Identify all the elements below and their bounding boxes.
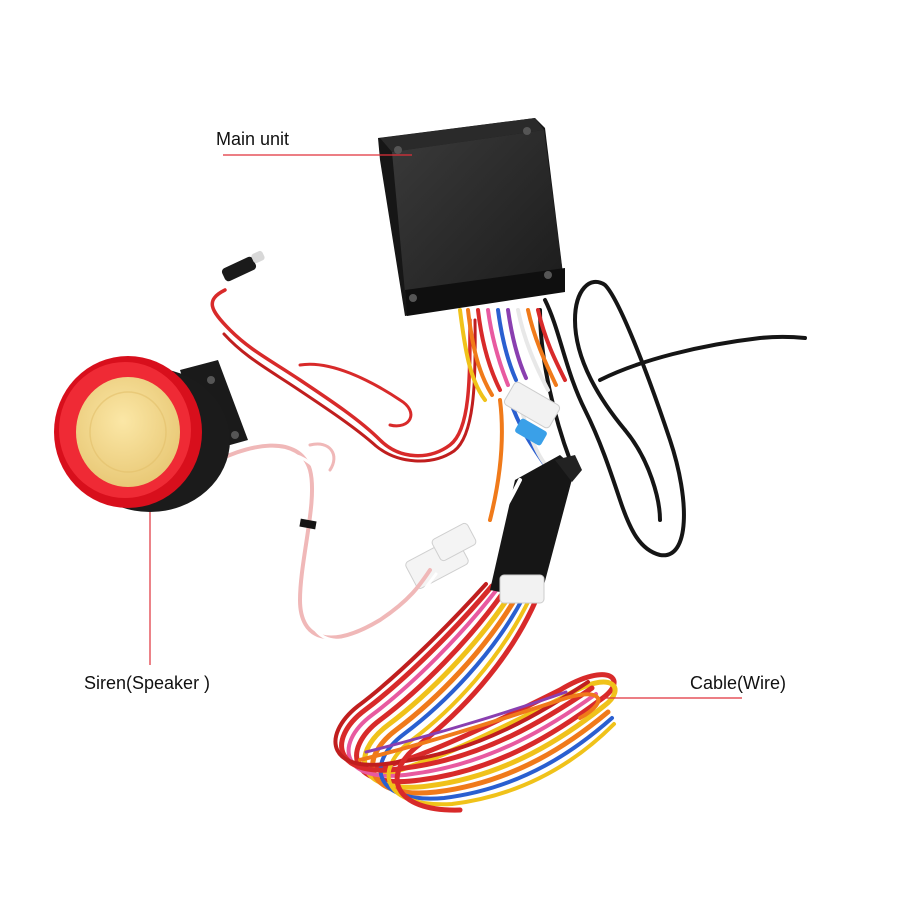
black-relay-module	[490, 455, 582, 604]
leader-lines	[149, 154, 742, 699]
wire-harness-bundle	[333, 582, 618, 813]
red-sensor-wire	[210, 288, 477, 463]
siren-speaker	[54, 356, 248, 512]
label-cable: Cable(Wire)	[690, 673, 787, 693]
label-siren: Siren(Speaker )	[84, 673, 211, 693]
cable-tie	[299, 518, 317, 530]
antenna-wire	[538, 279, 807, 558]
blue-fuse	[515, 418, 547, 446]
label-main-unit: Main unit	[216, 129, 290, 149]
siren-wire	[198, 442, 522, 642]
main-unit-box	[378, 118, 565, 316]
white-connector-top	[503, 381, 561, 429]
white-connector-siren	[405, 522, 477, 589]
sensor-tip	[221, 250, 265, 282]
